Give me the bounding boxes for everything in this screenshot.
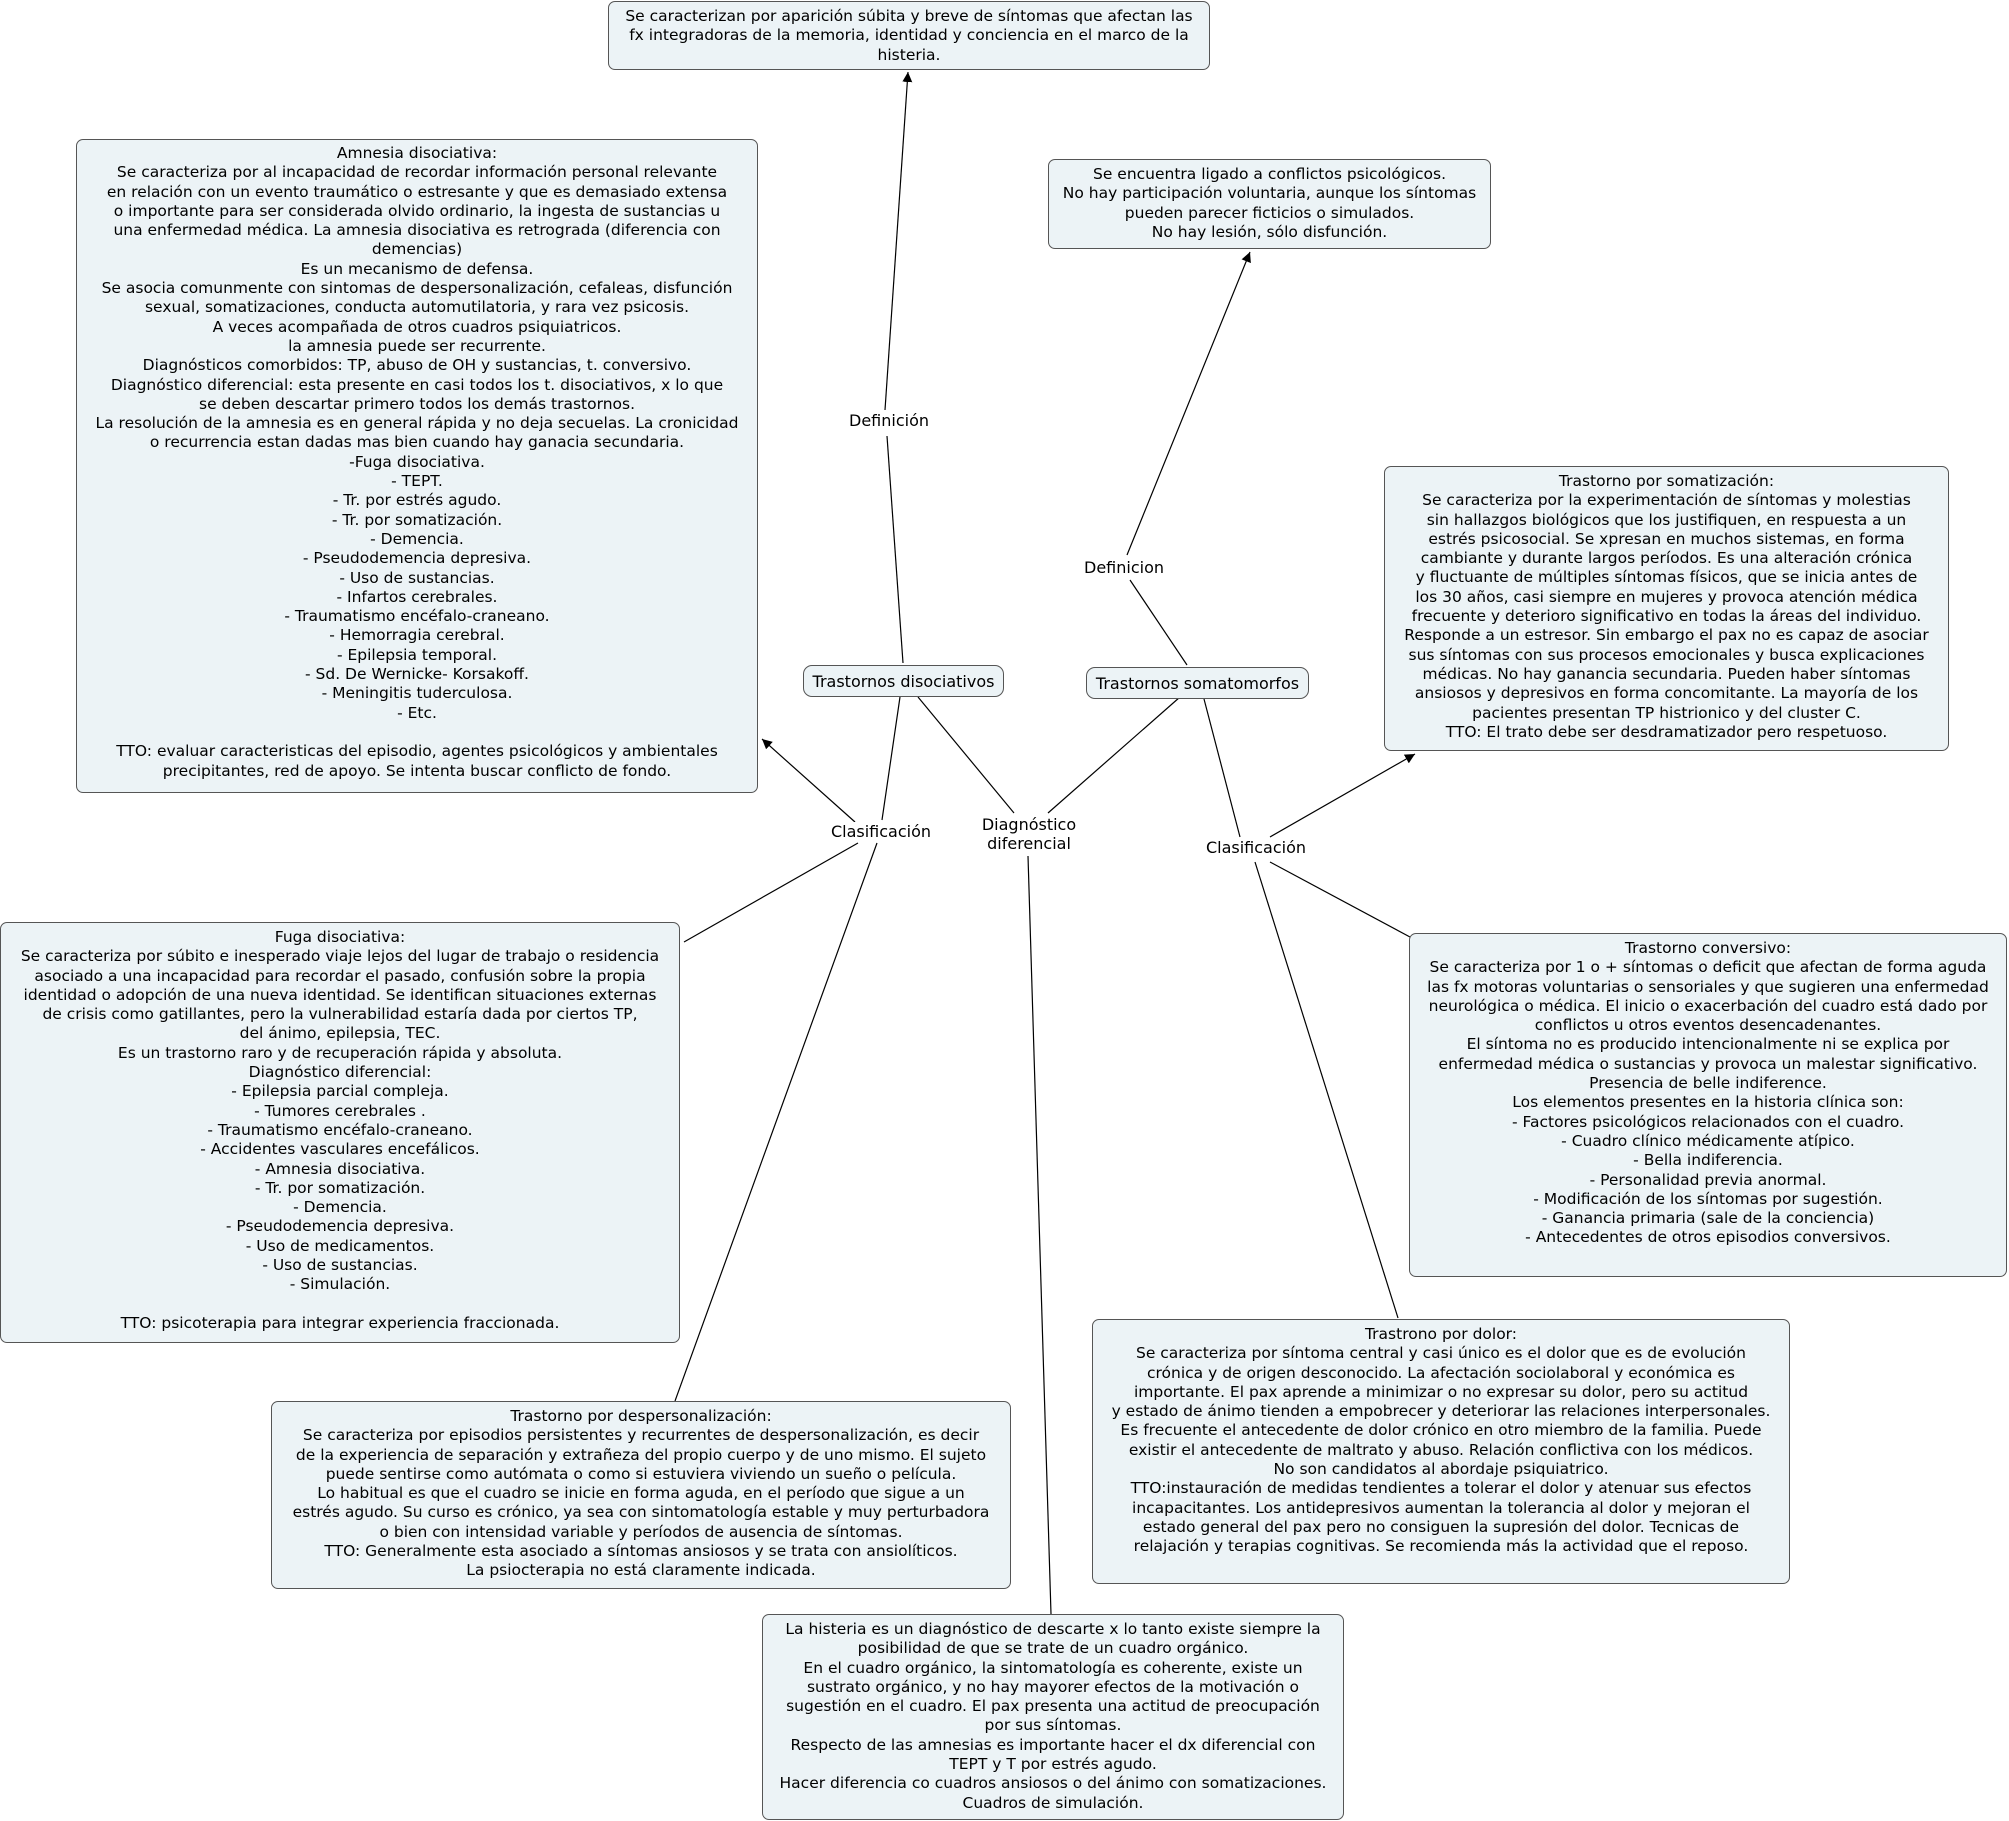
concept-definicion-somatomorfos: Se encuentra ligado a conflictos psicoló… — [1048, 159, 1491, 249]
line-definicion-diso-concept — [884, 71, 913, 411]
label-diagnostico-diferencial: Diagnóstico diferencial — [974, 815, 1084, 853]
label-definicion-disociativos: Definición — [844, 411, 934, 430]
line-definicion-soma-concept — [1126, 251, 1251, 556]
label-clasificacion-somatomorfos: Clasificación — [1198, 838, 1314, 857]
concept-trastorno-conversivo: Trastorno conversivo: Se caracteriza por… — [1409, 933, 2007, 1277]
label-clasificacion-disociativos: Clasificación — [824, 822, 938, 841]
line-soma-clasificacion — [1203, 698, 1241, 838]
concept-amnesia-disociativa: Amnesia disociativa: Se caracteriza por … — [76, 139, 758, 793]
topic-trastornos-somatomorfos[interactable]: Trastornos somatomorfos — [1086, 667, 1309, 699]
line-clasif-somatizacion — [1269, 753, 1416, 838]
concept-trastorno-despersonalizacion: Trastorno por despersonalización: Se car… — [271, 1401, 1011, 1589]
line-soma-diagnostico — [1047, 696, 1181, 814]
concept-definicion-disociativos: Se caracterizan por aparición súbita y b… — [608, 1, 1210, 70]
line-clasif-despers — [674, 842, 878, 1402]
concept-fuga-disociativa: Fuga disociativa: Se caracteriza por súb… — [0, 922, 680, 1343]
line-diso-diagnostico — [917, 696, 1015, 814]
concept-diagnostico-diferencial: La histeria es un diagnóstico de descart… — [762, 1614, 1344, 1820]
line-soma-definicion — [1129, 579, 1188, 666]
concept-trastorno-somatizacion: Trastorno por somatización: Se caracteri… — [1384, 466, 1949, 751]
line-diso-definicion — [886, 435, 904, 664]
line-clasif-amnesia — [761, 738, 856, 823]
line-diagnostico-concept — [1027, 855, 1052, 1615]
line-clasif-conversivo — [1269, 861, 1411, 938]
line-clasif-fuga — [683, 842, 859, 943]
line-diso-clasificacion — [881, 696, 901, 821]
topic-trastornos-disociativos[interactable]: Trastornos disociativos — [803, 665, 1004, 697]
label-definicion-somatomorfos: Definicion — [1078, 558, 1170, 577]
line-clasif-dolor — [1254, 861, 1399, 1319]
concept-trastorno-dolor: Trastrono por dolor: Se caracteriza por … — [1092, 1319, 1790, 1584]
